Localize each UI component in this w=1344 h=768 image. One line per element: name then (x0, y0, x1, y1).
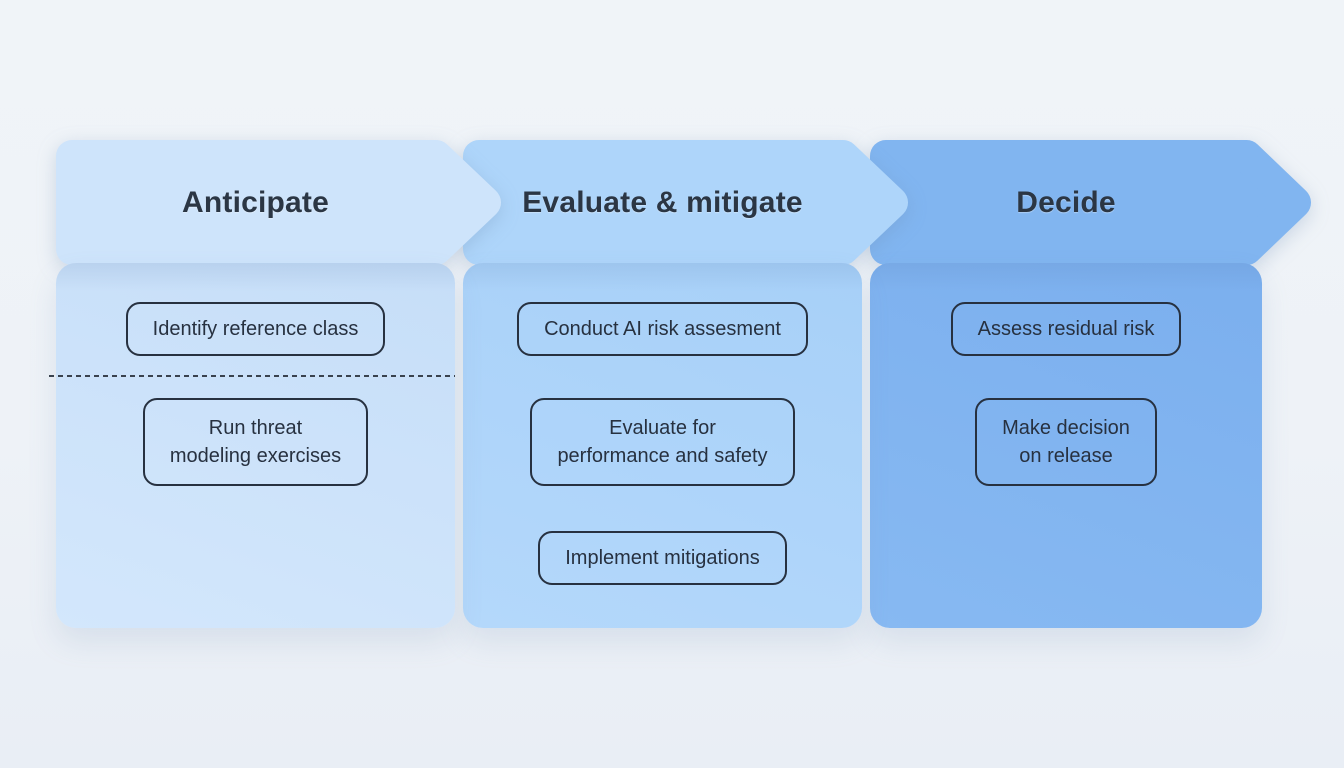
stage-title: Anticipate (181, 185, 330, 219)
step-conduct-ai-risk-assesment: Conduct AI risk assesment (517, 302, 808, 356)
step-label-line: on release (1019, 445, 1113, 467)
arrow-banner-shape (870, 140, 1311, 265)
stage-body-evaluate-and-mitigate: Conduct AI risk assesment Evaluate for p… (463, 263, 862, 628)
stage-header-evaluate-and-mitigate: Evaluate & mitigate (463, 140, 908, 265)
arrow-banner-shape (56, 140, 501, 265)
arrow-banner-shape (463, 140, 908, 265)
stage-header-decide: Decide (870, 140, 1311, 265)
step-label-line: Make decision (1002, 417, 1130, 439)
step-evaluate-performance-safety: Evaluate for performance and safety (530, 398, 795, 486)
step-label-line: modeling exercises (169, 445, 342, 467)
step-implement-mitigations: Implement mitigations (538, 531, 787, 585)
stage-body-anticipate: Identify reference class Run threat mode… (49, 263, 455, 628)
stage-body-decide: Assess residual risk Make decision on re… (870, 263, 1262, 628)
step-assess-residual-risk: Assess residual risk (950, 302, 1182, 356)
stage-header-anticipate: Anticipate (56, 140, 501, 265)
step-label-line: Evaluate for (609, 417, 716, 439)
step-identify-reference-class: Identify reference class (125, 302, 386, 356)
step-label: Implement mitigations (565, 547, 760, 569)
step-label: Assess residual risk (977, 318, 1155, 340)
dashed-divider (49, 375, 455, 377)
stage-title: Evaluate & mitigate (522, 185, 803, 219)
step-run-threat-modeling-exercises: Run threat modeling exercises (142, 398, 369, 486)
step-label-line: Run threat (208, 417, 303, 439)
step-label: Conduct AI risk assesment (544, 318, 781, 340)
stage-title: Decide (1016, 185, 1116, 219)
step-label: Identify reference class (152, 318, 359, 340)
step-label-line: performance and safety (557, 445, 768, 467)
step-make-decision-on-release: Make decision on release (975, 398, 1157, 486)
